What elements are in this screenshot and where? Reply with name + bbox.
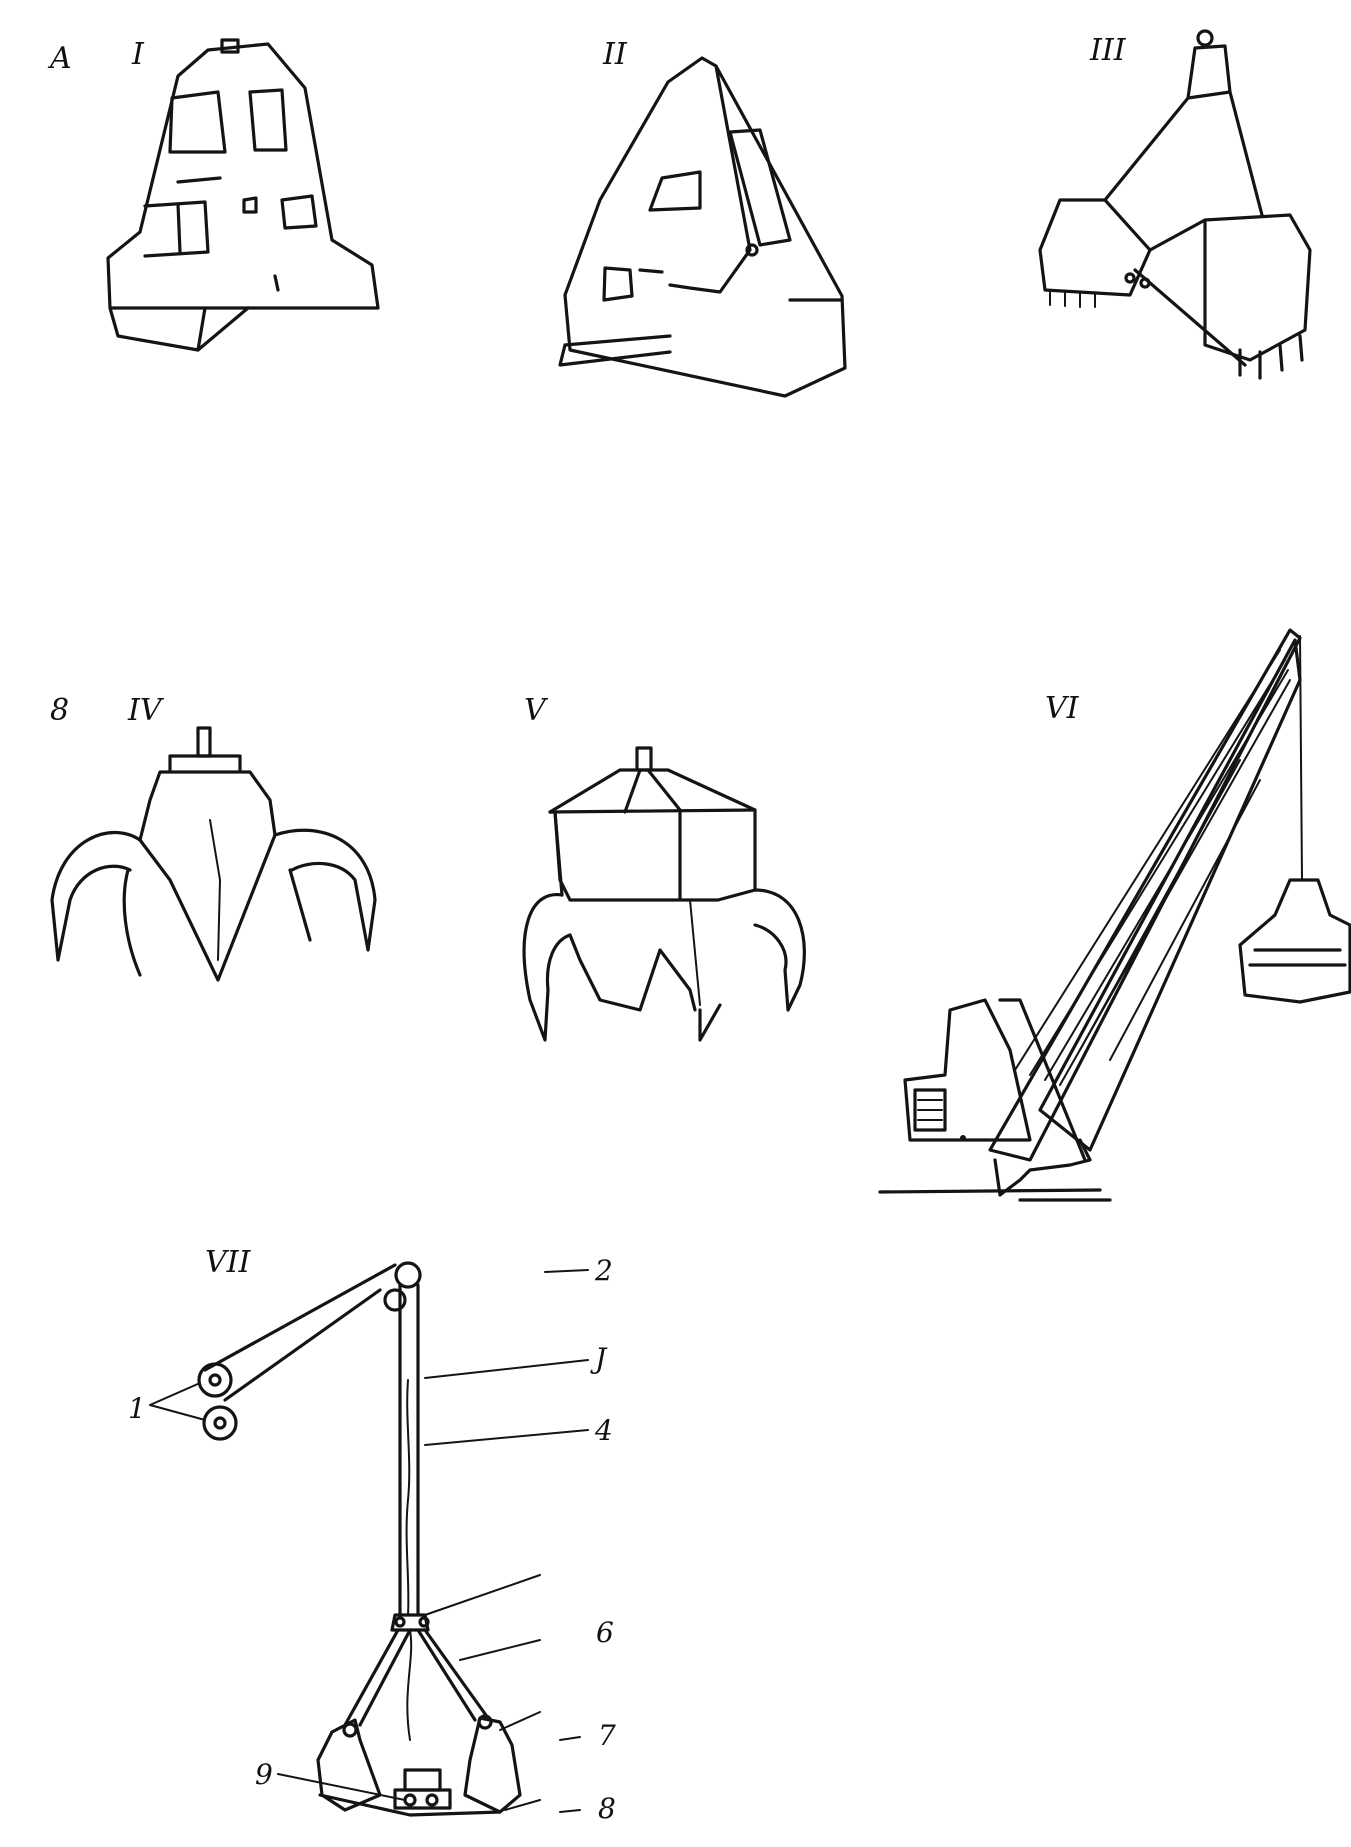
callout-4: 4 — [594, 1414, 613, 1447]
grab-i-clamshell — [106, 38, 380, 352]
callout-6: 6 — [596, 1616, 614, 1649]
callout-9: 9 — [255, 1758, 273, 1791]
roman-label-vi: VI — [1045, 691, 1080, 726]
grab-v-multi-jaw — [522, 746, 806, 1042]
callout-8: 8 — [598, 1792, 616, 1825]
grab-iii-toothed — [1038, 29, 1312, 380]
roman-label-iv: IV — [127, 693, 165, 728]
callout-1: 1 — [128, 1392, 146, 1425]
roman-label-vii: VII — [205, 1245, 252, 1280]
grab-iv-orange-peel — [50, 726, 377, 982]
callout-3: J — [590, 1342, 608, 1375]
section-label-b: 8 — [50, 693, 69, 728]
callout-7: 7 — [598, 1719, 616, 1752]
roman-label-i: I — [131, 37, 145, 72]
section-label-a: A — [47, 41, 72, 76]
crane-vi — [878, 628, 1351, 1202]
callout-leaders — [149, 1269, 589, 1813]
roman-label-ii: II — [602, 37, 628, 72]
callout-2: 2 — [594, 1254, 613, 1287]
roman-label-v: V — [524, 693, 549, 728]
grab-vii-scheme — [197, 1261, 522, 1817]
grab-ii-clamshell-open — [558, 56, 847, 398]
roman-label-iii: III — [1089, 33, 1127, 68]
